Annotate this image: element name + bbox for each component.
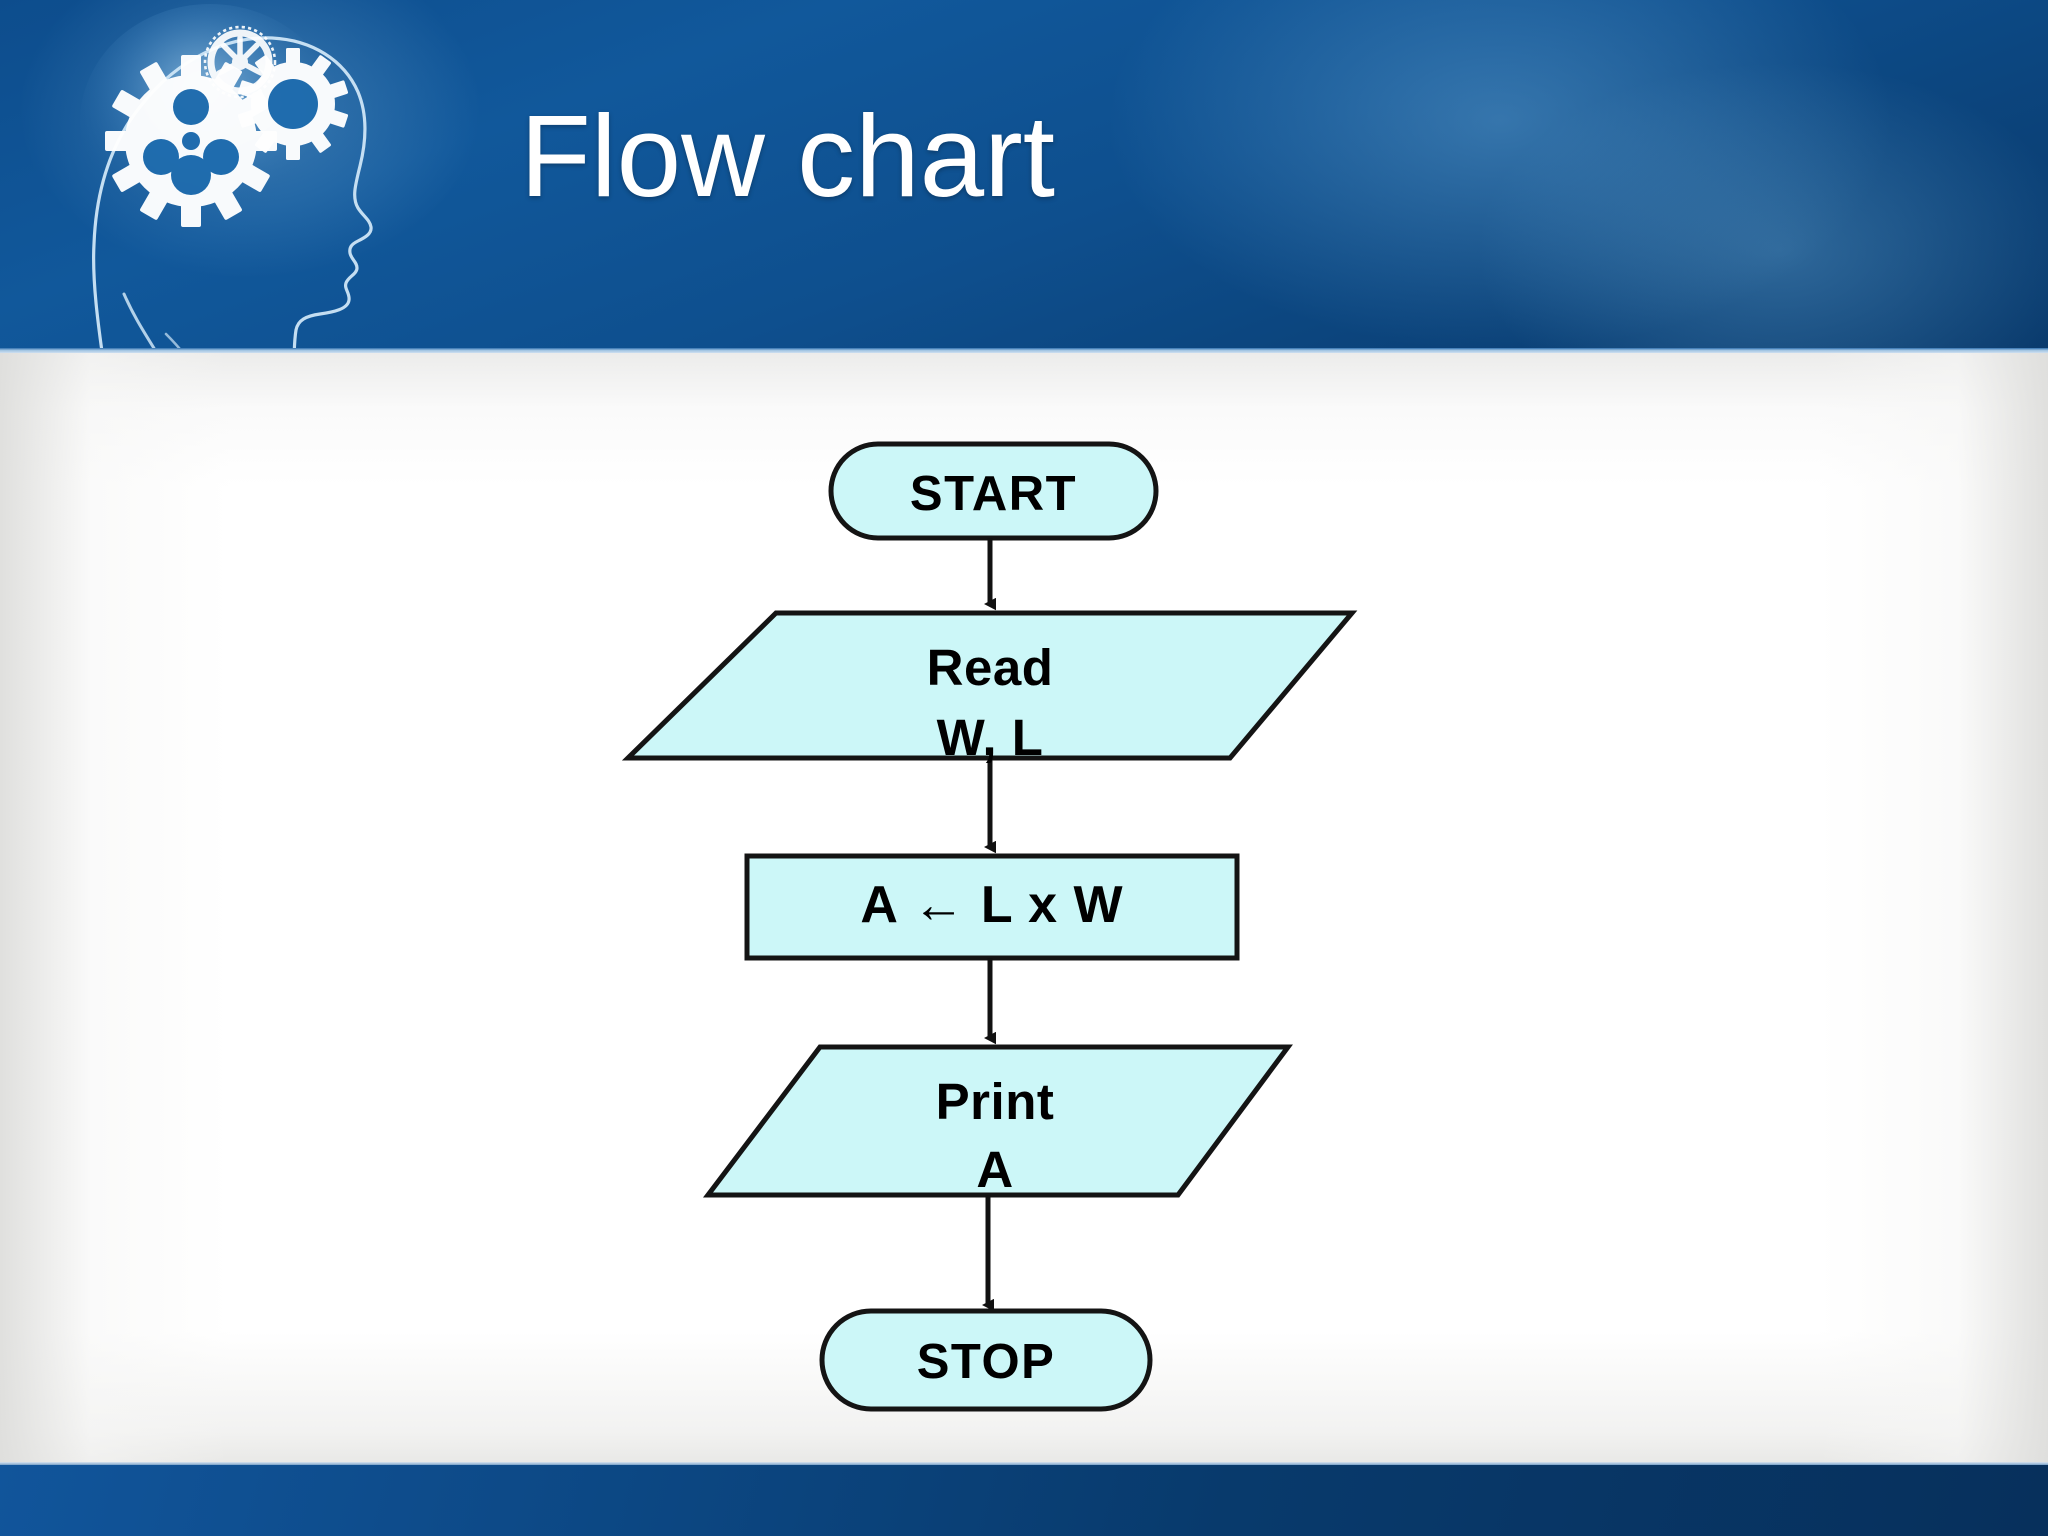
page-title: Flow chart [520,91,1056,221]
flow-node-read-label-line2: W, L [936,709,1044,766]
flow-node-stop-label: STOP [916,1335,1056,1389]
flow-node-calc-label: A ← L x W [860,876,1124,934]
footer-divider [0,1462,2048,1466]
flow-node-print-label-line1: Print [935,1073,1055,1130]
head-silhouette-with-gears-icon [58,0,398,352]
flow-node-print-label-line2: A [976,1141,1014,1198]
slide-footer: fppt.com [0,1465,2048,1536]
header-divider [0,348,2048,353]
flow-node-start-label: START [909,467,1078,521]
flow-node-read-label-line1: Read [926,639,1054,696]
slide-header: Flow chart [0,0,2048,352]
